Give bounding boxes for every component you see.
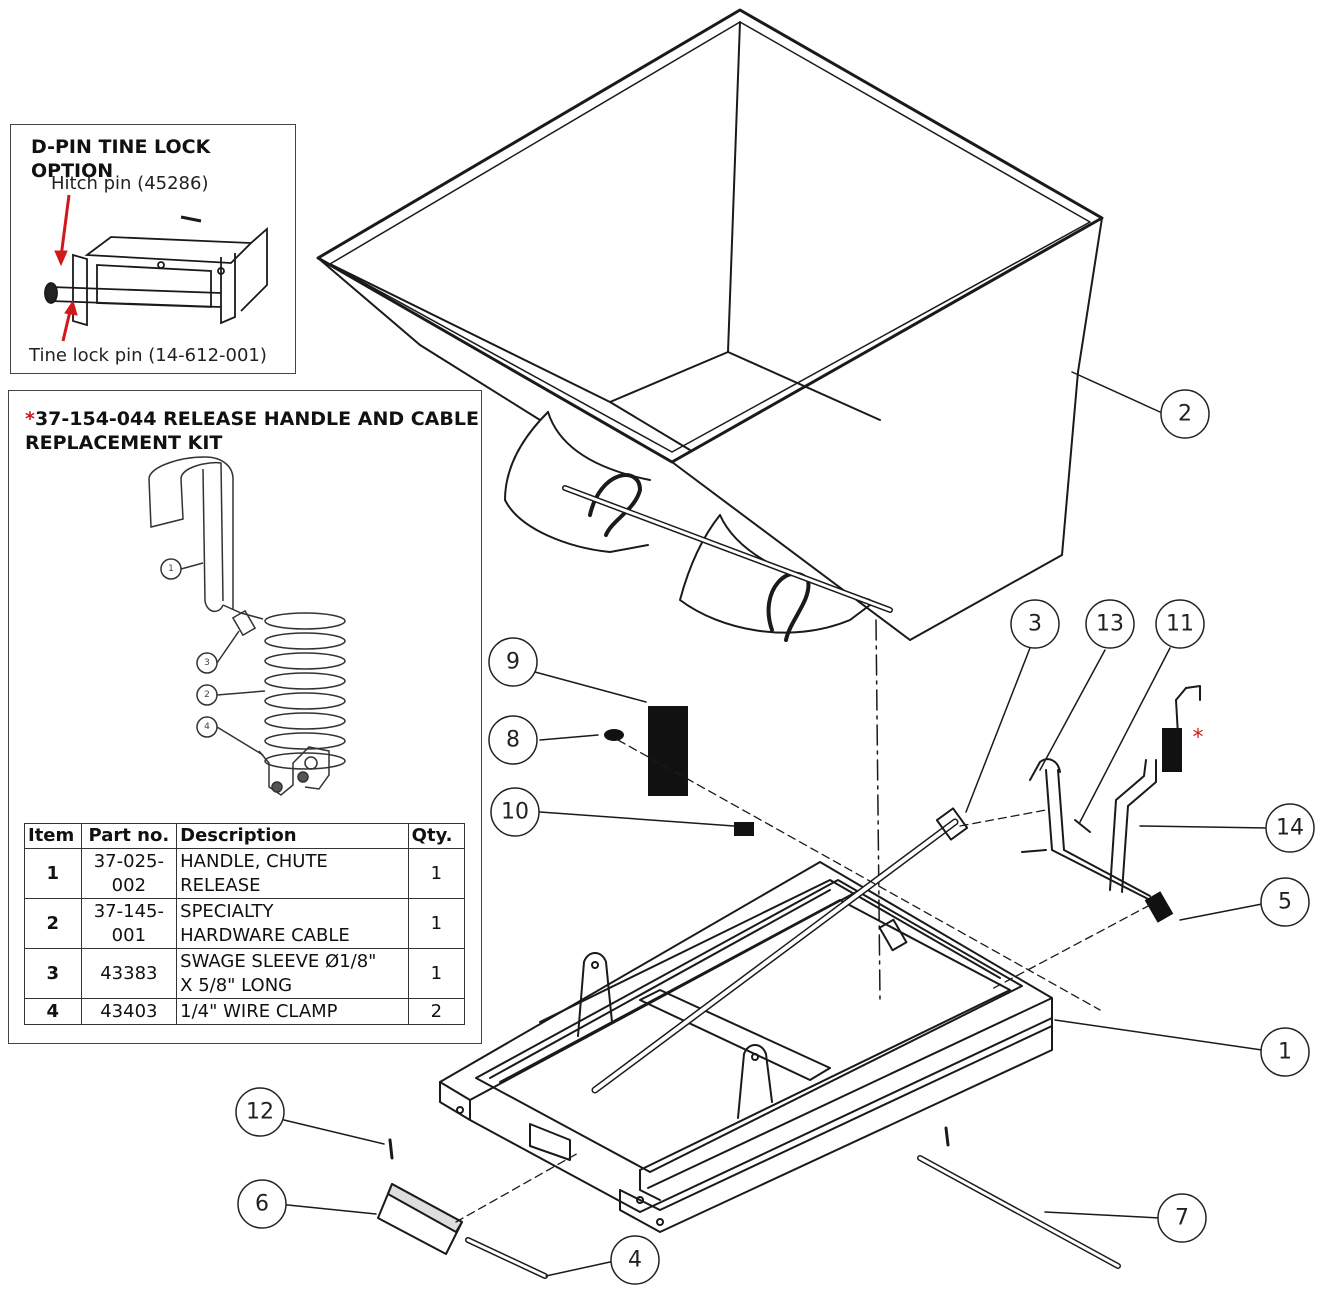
kit-table-header: Item Part no. Description Qty.: [24, 823, 466, 849]
release-spring: [1162, 728, 1182, 772]
col-part-no: Part no.: [80, 823, 178, 849]
callout-9: 9: [506, 650, 520, 675]
callout-1: 1: [1278, 1040, 1292, 1065]
row-part-no: 37-145-001: [80, 898, 178, 949]
row-part-no: 43403: [80, 998, 178, 1025]
callout-6: 6: [255, 1192, 269, 1217]
desc-line2: HARDWARE CABLE: [180, 924, 350, 946]
row-qty: 1: [407, 848, 466, 899]
part-no-line2: 002: [111, 874, 147, 896]
kit-callout-3: 3: [204, 658, 210, 668]
table-row: 3 43383 SWAGE SLEEVE Ø1/8"X 5/8" LONG 1: [24, 948, 466, 999]
desc-line1: SWAGE SLEEVE Ø1/8": [180, 950, 377, 972]
callout-12: 12: [246, 1100, 274, 1125]
row-part-no: 43383: [80, 948, 178, 999]
kit-callout-4: 4: [204, 722, 210, 732]
lever-assembly: [1021, 685, 1201, 923]
spring-cap: [604, 729, 624, 741]
col-qty: Qty.: [407, 823, 466, 849]
dpin-option-inset: D-PIN TINE LOCK OPTION Hitch pin (45286)…: [10, 124, 296, 374]
centerline: [875, 619, 881, 1001]
row-item: 3: [24, 948, 82, 999]
desc-line1: SPECIALTY: [180, 900, 274, 922]
callout-4: 4: [628, 1248, 642, 1273]
kit-asterisk: *: [25, 408, 35, 430]
kit-callout-2: 2: [204, 690, 210, 700]
callout-2: 2: [1178, 402, 1192, 427]
hopper-body: [316, 8, 1104, 642]
part-no-line2: 001: [111, 924, 147, 946]
dpin-option-title: D-PIN TINE LOCK OPTION: [31, 136, 211, 182]
kit-parts-sketch: 1 3 2 4: [148, 456, 346, 796]
callout-14: 14: [1276, 816, 1304, 841]
part-no-line1: 37-145-: [93, 900, 164, 922]
desc-line2: RELEASE: [180, 874, 261, 896]
callout-7: 7: [1175, 1206, 1189, 1231]
callout-11: 11: [1166, 612, 1194, 637]
kit-title-line2: REPLACEMENT KIT: [25, 432, 223, 454]
row-part-no: 37-025-002: [80, 848, 178, 899]
row-item: 1: [24, 848, 82, 899]
tine-lock-pin-label: Tine lock pin (14-612-001): [29, 345, 267, 366]
kit-title-line1: 37-154-044 RELEASE HANDLE AND CABLE: [34, 408, 479, 430]
col-description: Description: [176, 823, 409, 849]
torsion-spring: [1144, 891, 1174, 923]
kit-inset: *37-154-044 RELEASE HANDLE AND CABLE REP…: [8, 390, 482, 1044]
clevis-bolt: [734, 822, 754, 836]
part-no-line1: 37-025-: [93, 850, 164, 872]
row-qty: 1: [407, 898, 466, 949]
desc-line2: X 5/8" LONG: [180, 974, 293, 996]
table-row: 4 43403 1/4" WIRE CLAMP 2: [24, 998, 466, 1025]
desc-line1: HANDLE, CHUTE: [180, 850, 328, 872]
row-qty: 2: [407, 998, 466, 1025]
hitch-pin-label: Hitch pin (45286): [51, 173, 209, 194]
leader-lines: [277, 371, 1269, 1277]
kit-title: *37-154-044 RELEASE HANDLE AND CABLE REP…: [25, 407, 479, 455]
alignment-lines: [455, 739, 1151, 1223]
cotter-pin: [388, 1138, 394, 1160]
callout-8: 8: [506, 728, 520, 753]
row-description: SWAGE SLEEVE Ø1/8"X 5/8" LONG: [176, 948, 409, 999]
row-item: 4: [24, 998, 82, 1025]
dpin-detail-sketch: [44, 194, 268, 342]
row-qty: 1: [407, 948, 466, 999]
col-item: Item: [24, 823, 82, 849]
callout-10: 10: [501, 800, 529, 825]
base-frame: [439, 861, 1053, 1233]
callout-13: 13: [1096, 612, 1124, 637]
row-item: 2: [24, 898, 82, 949]
spring-pack: [648, 706, 688, 796]
kit-callout-1: 1: [168, 564, 174, 574]
kit-parts-table: Item Part no. Description Qty. 1 37-025-…: [24, 823, 466, 1025]
rod-clevis: [935, 807, 969, 841]
callout-5: 5: [1278, 890, 1292, 915]
row-description: 1/4" WIRE CLAMP: [176, 998, 409, 1025]
spring-kit-marker: *: [1193, 726, 1204, 751]
callout-3: 3: [1028, 612, 1042, 637]
